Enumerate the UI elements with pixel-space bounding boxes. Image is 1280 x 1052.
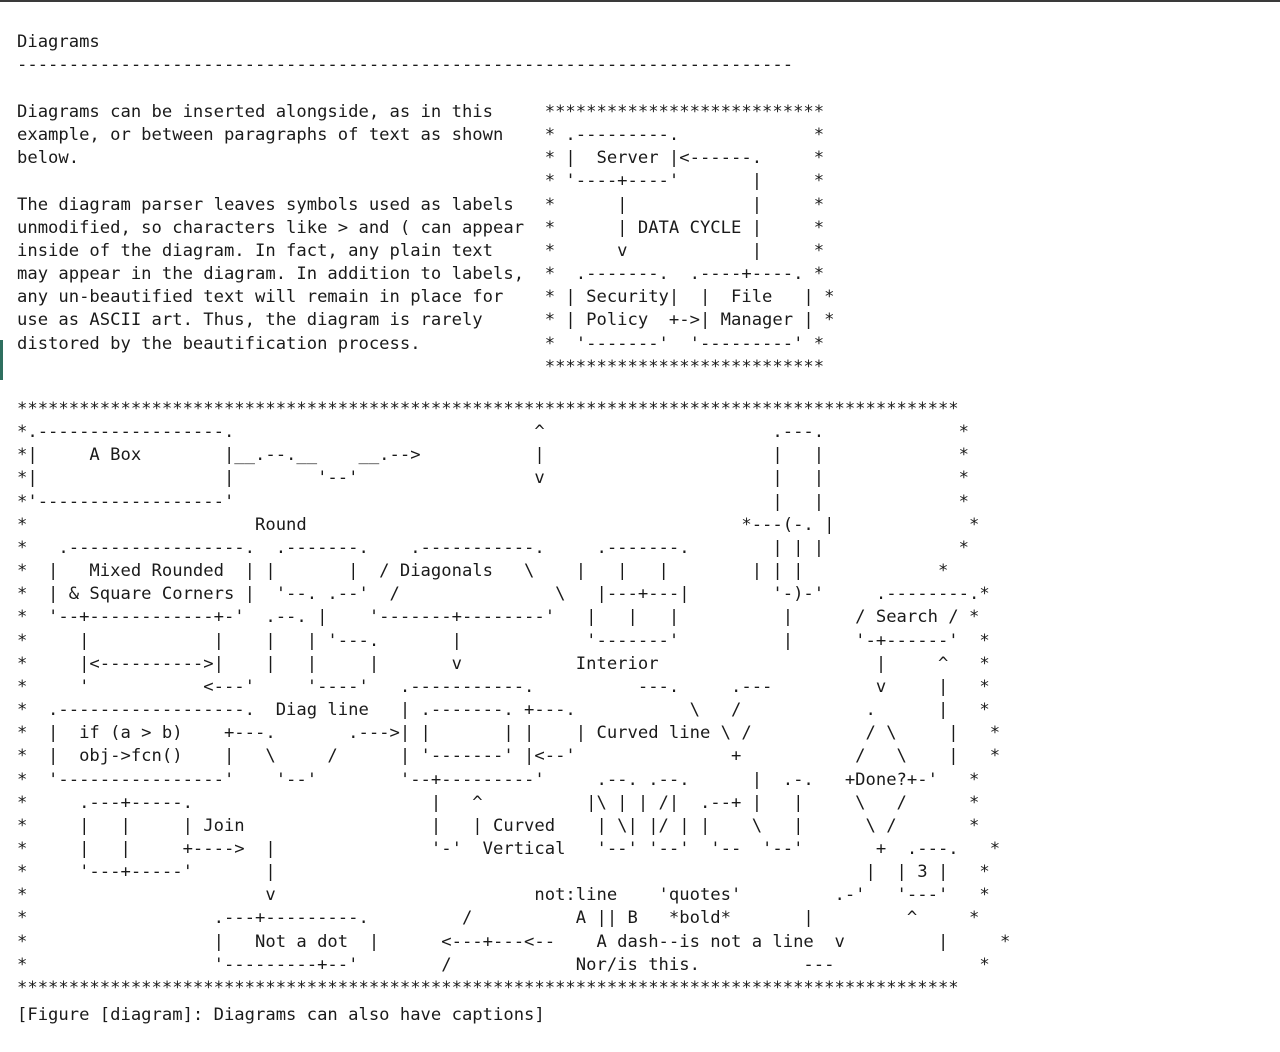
page-title: Diagrams xyxy=(17,32,100,52)
window-edge-marker xyxy=(0,340,3,380)
title-underline: ----------------------------------------… xyxy=(17,55,794,75)
figure-caption: [Figure [diagram]: Diagrams can also hav… xyxy=(17,1005,545,1025)
ascii-diagram-gallery: ****************************************… xyxy=(17,399,1011,998)
intro-with-data-cycle-diagram: Diagrams can be inserted alongside, as i… xyxy=(17,102,835,377)
